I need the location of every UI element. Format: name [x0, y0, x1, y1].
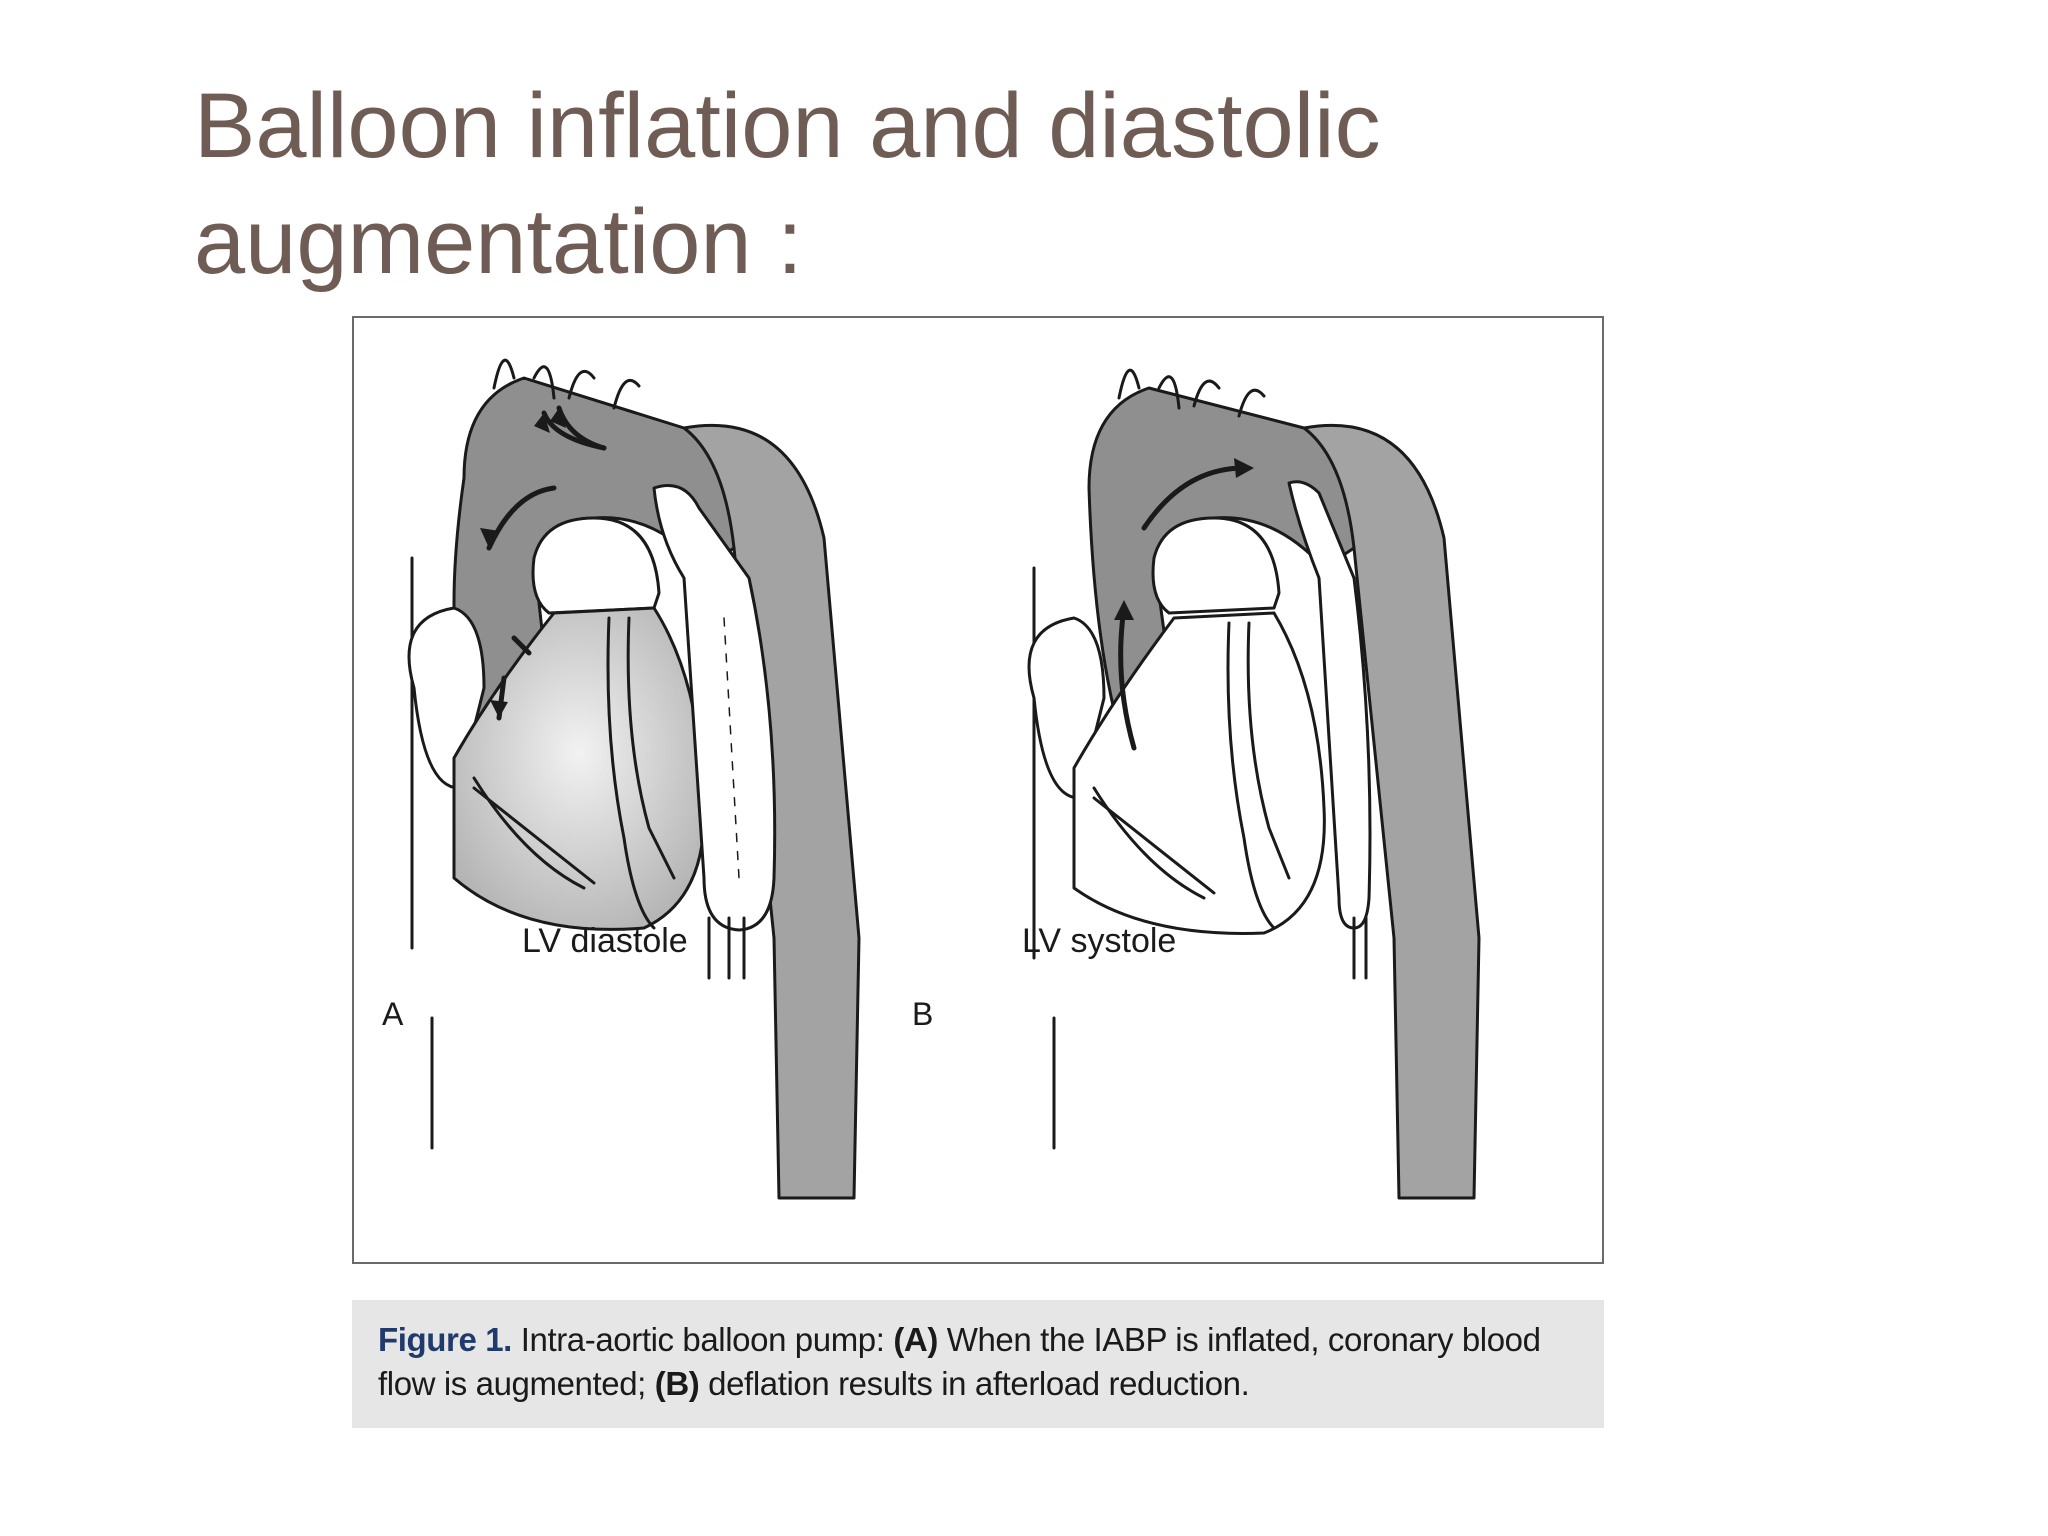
slide-title: Balloon inflation and diastolic augmenta… — [194, 68, 1694, 300]
caption-part-1: Intra-aortic balloon pump: — [520, 1321, 885, 1358]
panel-a-heart-illustration — [407, 358, 861, 1200]
pulmonary-trunk-a — [531, 516, 661, 615]
forward-flow-arrows — [1118, 465, 1247, 751]
panel-a-label: LV diastole — [522, 922, 688, 960]
caption-figure-number: Figure 1. — [378, 1321, 512, 1358]
pulmonary-trunk-b — [1151, 516, 1281, 615]
deflated-balloon — [1287, 480, 1372, 930]
title-line-2: augmentation : — [194, 191, 803, 293]
iabp-diagram: LV diastole A — [382, 358, 1481, 1200]
caption-part-3: deflation results in afterload reduction… — [708, 1365, 1250, 1402]
caption-part-2: When the IABP is inflated, coronary bloo… — [378, 1321, 1541, 1402]
figure-frame: LV diastole A — [352, 316, 1604, 1264]
caption-marker-a: (A) — [893, 1321, 938, 1358]
title-line-1: Balloon inflation and diastolic — [194, 75, 1381, 177]
panel-b-letter: B — [912, 996, 933, 1032]
caption-marker-b: (B) — [654, 1365, 700, 1402]
panel-a-letter: A — [382, 996, 404, 1032]
panel-b-label: LV systole — [1022, 922, 1176, 960]
figure-caption: Figure 1. Intra-aortic balloon pump: (A)… — [352, 1300, 1604, 1428]
left-ventricle-b — [1072, 611, 1326, 935]
inflated-balloon — [652, 484, 777, 932]
panel-b-heart-illustration — [1027, 368, 1481, 1200]
